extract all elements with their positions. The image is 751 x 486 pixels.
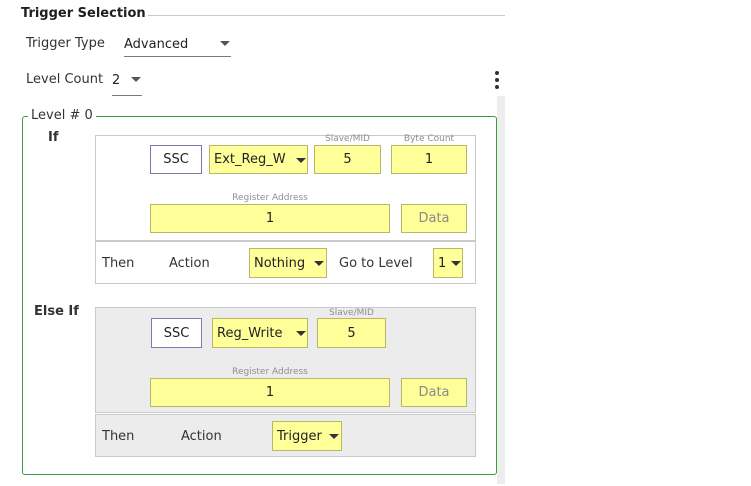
chevron-down-icon (220, 41, 230, 46)
else-if-action-value: Trigger (277, 428, 322, 444)
if-slave-mid-field[interactable]: 5 (314, 145, 381, 174)
section-title: Trigger Selection (21, 6, 146, 21)
if-register-address-label: Register Address (232, 193, 308, 203)
chevron-down-icon (314, 261, 324, 266)
if-go-to-level-dropdown[interactable]: 1 (433, 248, 463, 278)
level-count-label: Level Count (26, 72, 104, 87)
chevron-down-icon (296, 157, 306, 163)
if-register-address-field[interactable]: 1 (150, 204, 390, 233)
if-action-label: Action (169, 256, 210, 271)
trigger-type-dropdown[interactable]: Advanced (124, 37, 231, 57)
else-if-register-address-field[interactable]: 1 (150, 378, 390, 407)
level-count-dropdown[interactable]: 2 (112, 73, 142, 96)
if-slave-mid-label: Slave/MID (325, 134, 370, 144)
if-then-label: Then (102, 256, 135, 271)
else-if-slave-mid-label: Slave/MID (329, 308, 374, 318)
level-legend: Level # 0 (28, 108, 96, 123)
else-if-register-address-label: Register Address (232, 367, 308, 377)
if-ssc-button[interactable]: SSC (150, 145, 202, 174)
else-if-ssc-button[interactable]: SSC (151, 318, 202, 348)
if-data-button[interactable]: Data (401, 204, 467, 233)
chevron-down-icon (329, 434, 339, 439)
if-go-to-level-label: Go to Level (339, 256, 413, 271)
else-if-action-dropdown[interactable]: Trigger (272, 421, 342, 451)
if-byte-count-field[interactable]: 1 (391, 145, 467, 174)
section-divider (148, 15, 505, 16)
else-if-label: Else If (34, 304, 79, 319)
else-if-then-label: Then (102, 429, 135, 444)
if-action-value: Nothing (254, 255, 306, 271)
chevron-down-icon (451, 261, 461, 266)
else-if-action-label: Action (181, 429, 222, 444)
level-group (22, 116, 497, 475)
else-if-data-button[interactable]: Data (401, 378, 467, 407)
if-command-dropdown[interactable]: Ext_Reg_W (209, 145, 308, 174)
level-count-value: 2 (112, 73, 121, 88)
else-if-command-dropdown[interactable]: Reg_Write (212, 318, 308, 348)
if-command-value: Ext_Reg_W (214, 152, 286, 167)
more-vertical-icon[interactable] (493, 71, 501, 91)
if-label: If (48, 130, 59, 145)
chevron-down-icon (131, 77, 141, 82)
if-byte-count-label: Byte Count (403, 134, 455, 144)
trigger-type-label: Trigger Type (26, 36, 105, 51)
chevron-down-icon (296, 331, 306, 336)
scrollbar[interactable] (497, 96, 505, 484)
if-action-dropdown[interactable]: Nothing (249, 248, 327, 278)
else-if-command-value: Reg_Write (217, 325, 283, 341)
else-if-slave-mid-field[interactable]: 5 (317, 318, 386, 348)
if-go-to-level-value: 1 (438, 255, 447, 271)
trigger-type-value: Advanced (124, 37, 189, 52)
